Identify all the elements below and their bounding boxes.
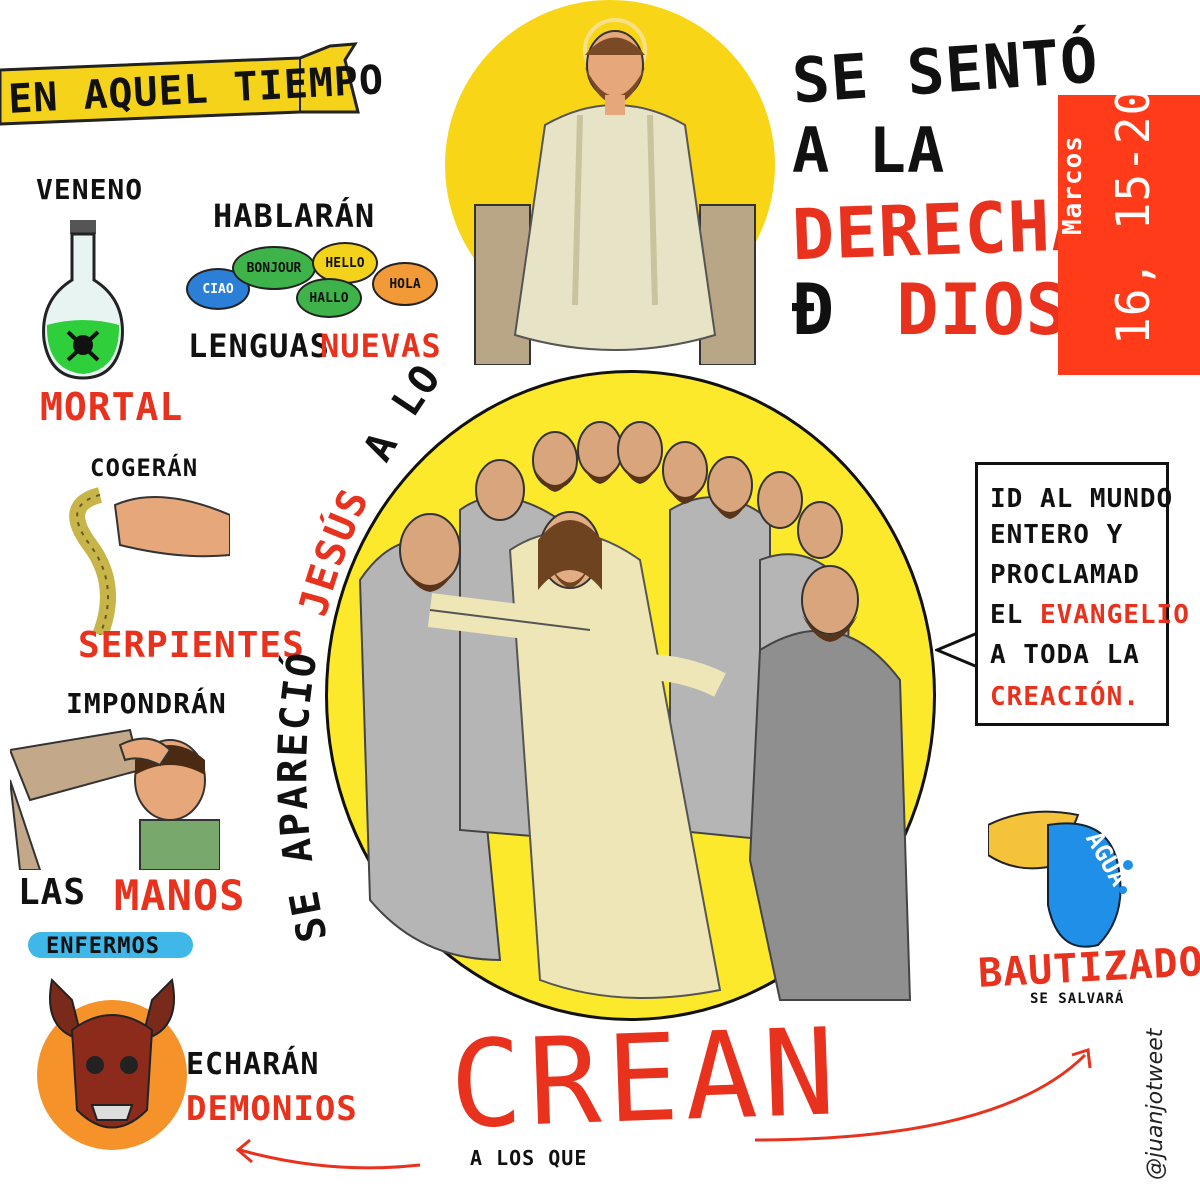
label-impondran: IMPONDRÁN: [66, 687, 227, 720]
bubble-bonjour: BONJOUR: [232, 246, 316, 290]
label-nuevas: NUEVAS: [320, 327, 442, 365]
banner-scroll: [0, 42, 360, 126]
bubble-hello: HELLO: [312, 242, 378, 284]
speech-bubble-tail: [935, 630, 980, 670]
arc-text-apparition: SE APARECIÓ JESÚS A LOS ONCE: [270, 360, 451, 946]
label-las: LAS: [18, 872, 87, 913]
speech-line-3: PROCLAMAD: [990, 560, 1140, 590]
arrow-to-demonios: [239, 1148, 421, 1170]
title-line-3: DERECHA: [790, 183, 1096, 277]
speech-line-6: CREACIÓN.: [990, 682, 1140, 712]
title-line-4-prefix: Đ: [792, 269, 836, 351]
speech-line-4-word: EVANGELIO: [1039, 600, 1190, 630]
label-enfermos: ENFERMOS: [46, 934, 160, 959]
title-line-1: SE SENTÓ: [789, 23, 1101, 118]
label-bautizado: BAUTIZADO: [976, 939, 1200, 997]
arc-text-part3: A LOS ONCE: [270, 360, 451, 469]
speech-line-4: EL EVANGELIO: [990, 602, 1190, 628]
speech-line-5: A TODA LA: [990, 640, 1140, 670]
water-pouring-icon: AGUA: [988, 810, 1134, 948]
arc-text-part1: SE APARECIÓ: [270, 647, 336, 946]
label-se-salvara: SE SALVARÁ: [1030, 991, 1125, 1007]
seated-jesus-figure: [513, 18, 717, 351]
laying-hands-icon: [10, 728, 220, 870]
bubble-hola: HOLA: [372, 262, 438, 306]
label-a-los-que: A LOS QUE: [470, 1146, 588, 1170]
speech-line-2: ENTERO Y: [990, 520, 1124, 550]
speech-box: [975, 462, 1169, 726]
enfermos-highlight: [28, 932, 193, 958]
reference-book: Marcos: [1058, 135, 1088, 235]
svg-text:SE APARECIÓ JESÚS: SE APARECIÓ JESÚS A LOS ONCE: [270, 360, 451, 946]
label-crean: CREAN: [447, 1003, 844, 1156]
title-line-4: Đ DIOS: [792, 275, 1069, 345]
title-line-4-word: DIOS: [896, 269, 1069, 351]
label-mortal: MORTAL: [40, 385, 184, 429]
demon-icon: [37, 977, 187, 1150]
speech-line-4-prefix: EL: [990, 600, 1024, 630]
apostles-group-illustration: [358, 421, 912, 1001]
label-hablaran: HABLARÁN: [213, 197, 376, 235]
label-lenguas: LENGUAS: [188, 327, 330, 365]
arc-text-part2: JESÚS: [290, 481, 379, 621]
label-demonios: DEMONIOS: [186, 1089, 358, 1129]
reference-box: [1058, 95, 1200, 375]
poison-bottle-icon: [42, 220, 124, 380]
label-serpientes: SERPIENTES: [78, 625, 305, 666]
speech-line-1: ID AL MUNDO: [990, 484, 1174, 514]
title-line-2: A LA: [792, 114, 946, 187]
label-cogeran: COGERÁN: [90, 454, 199, 482]
bubble-hallo: HALLO: [296, 278, 362, 318]
label-manos: MANOS: [114, 871, 246, 920]
author-signature: @juanjotweet: [1143, 1028, 1168, 1180]
label-veneno: VENENO: [36, 173, 144, 206]
label-echaran: ECHARÁN: [186, 1047, 320, 1082]
reference-verses: 16, 15-20: [1106, 86, 1160, 345]
snake-hand-icon: [69, 487, 230, 635]
